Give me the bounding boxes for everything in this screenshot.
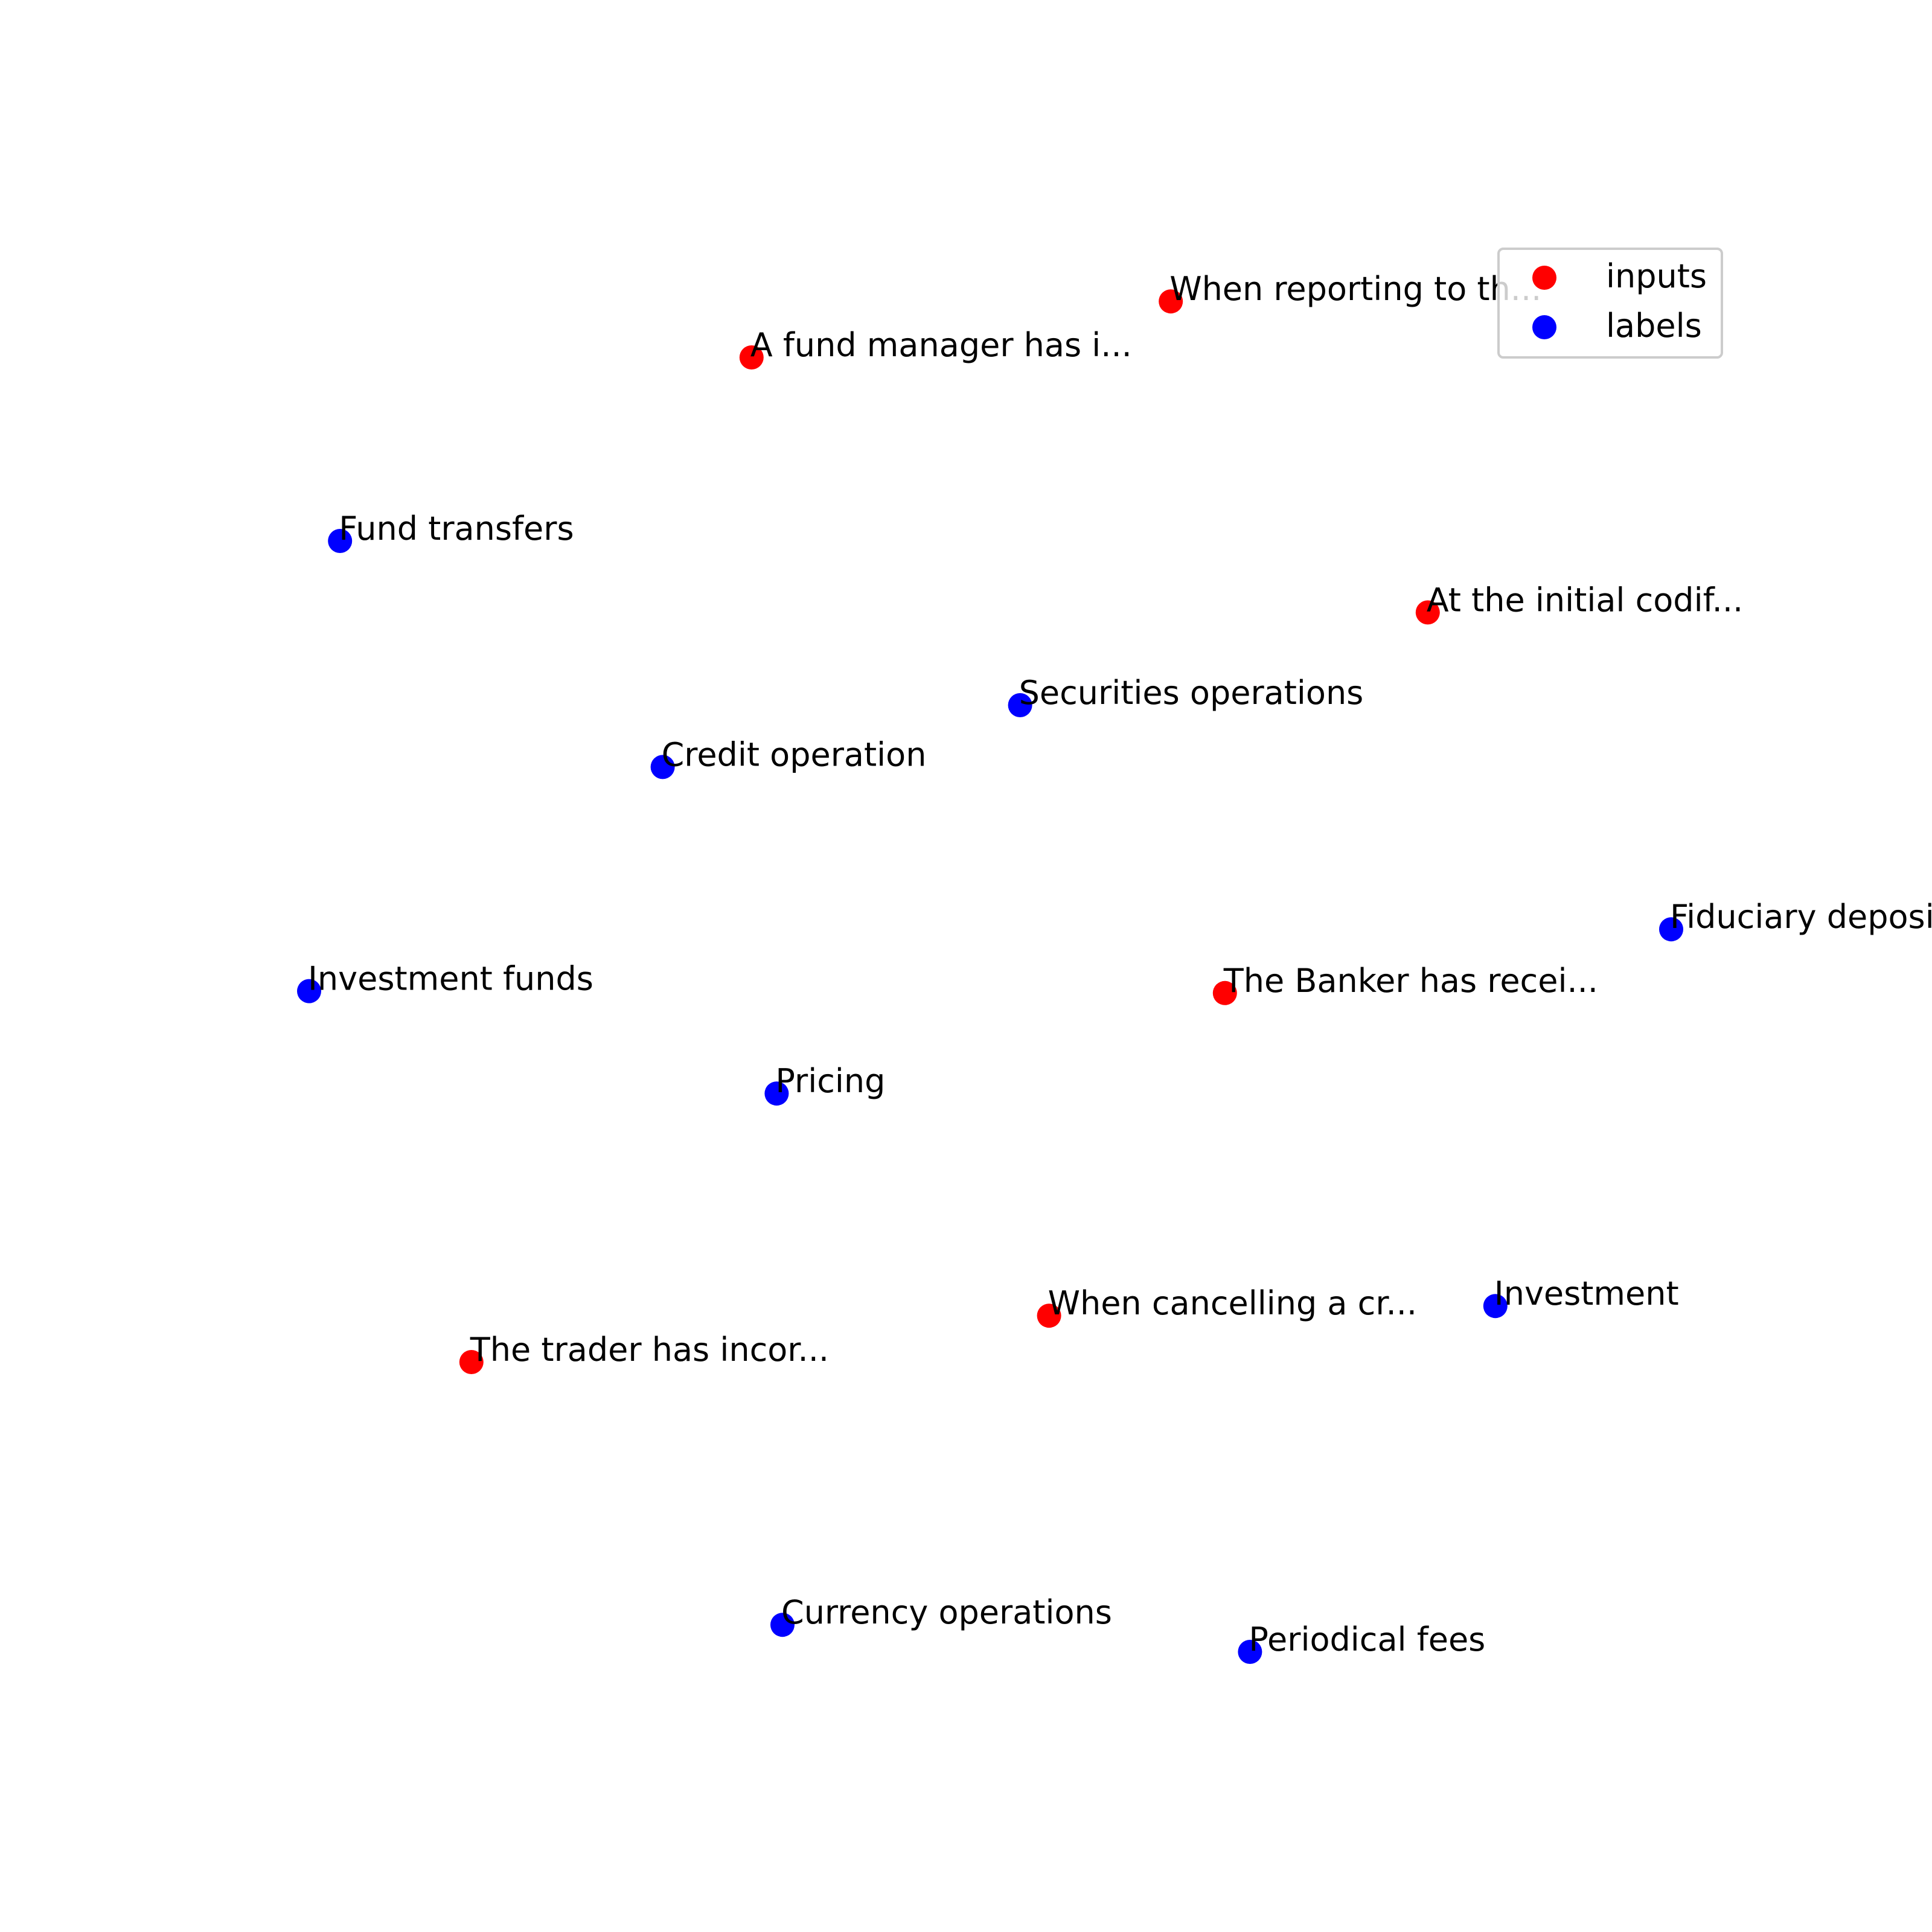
- point-labels-3: [1659, 917, 1683, 942]
- point-label-labels-6: Investment: [1494, 1275, 1679, 1313]
- legend-marker-inputs: [1532, 266, 1556, 290]
- point-label-inputs-0: When reporting to th...: [1169, 270, 1541, 308]
- point-labels-2: [650, 755, 675, 779]
- point-inputs-4: [1037, 1303, 1061, 1328]
- point-inputs-2: [1415, 600, 1440, 625]
- legend-label-labels: labels: [1606, 307, 1702, 345]
- point-labels-8: [1238, 1640, 1262, 1664]
- points-layer: When reporting to th... A fund manager ha…: [297, 270, 1932, 1664]
- legend-label-inputs: inputs: [1606, 257, 1707, 295]
- point-labels-1: [1008, 693, 1032, 717]
- point-label-inputs-3: The Banker has recei...: [1223, 962, 1598, 1000]
- point-labels-4: [297, 979, 321, 1003]
- legend: inputs labels: [1497, 248, 1723, 359]
- point-label-labels-2: Credit operation: [662, 735, 927, 773]
- point-inputs-3: [1212, 980, 1237, 1005]
- point-label-inputs-4: When cancelling a cr...: [1048, 1284, 1418, 1322]
- point-labels-6: [1483, 1294, 1508, 1319]
- point-label-labels-8: Periodical fees: [1249, 1620, 1485, 1659]
- point-label-inputs-2: At the initial codif...: [1427, 581, 1743, 619]
- point-label-labels-5: Pricing: [775, 1062, 885, 1100]
- point-label-inputs-1: A fund manager has i...: [750, 326, 1132, 364]
- point-labels-5: [764, 1081, 789, 1106]
- point-label-inputs-5: The trader has incor...: [470, 1331, 829, 1369]
- point-inputs-0: [1159, 289, 1183, 314]
- point-label-labels-3: Fiduciary deposit: [1670, 898, 1932, 936]
- point-label-labels-0: Fund transfers: [339, 510, 574, 548]
- point-labels-7: [770, 1613, 795, 1637]
- point-label-labels-7: Currency operations: [781, 1593, 1112, 1631]
- point-inputs-5: [459, 1350, 484, 1374]
- legend-marker-labels: [1532, 315, 1556, 339]
- point-label-labels-4: Investment funds: [308, 960, 593, 998]
- point-label-labels-1: Securities operations: [1019, 674, 1364, 712]
- point-inputs-1: [739, 345, 764, 369]
- point-labels-0: [328, 529, 353, 553]
